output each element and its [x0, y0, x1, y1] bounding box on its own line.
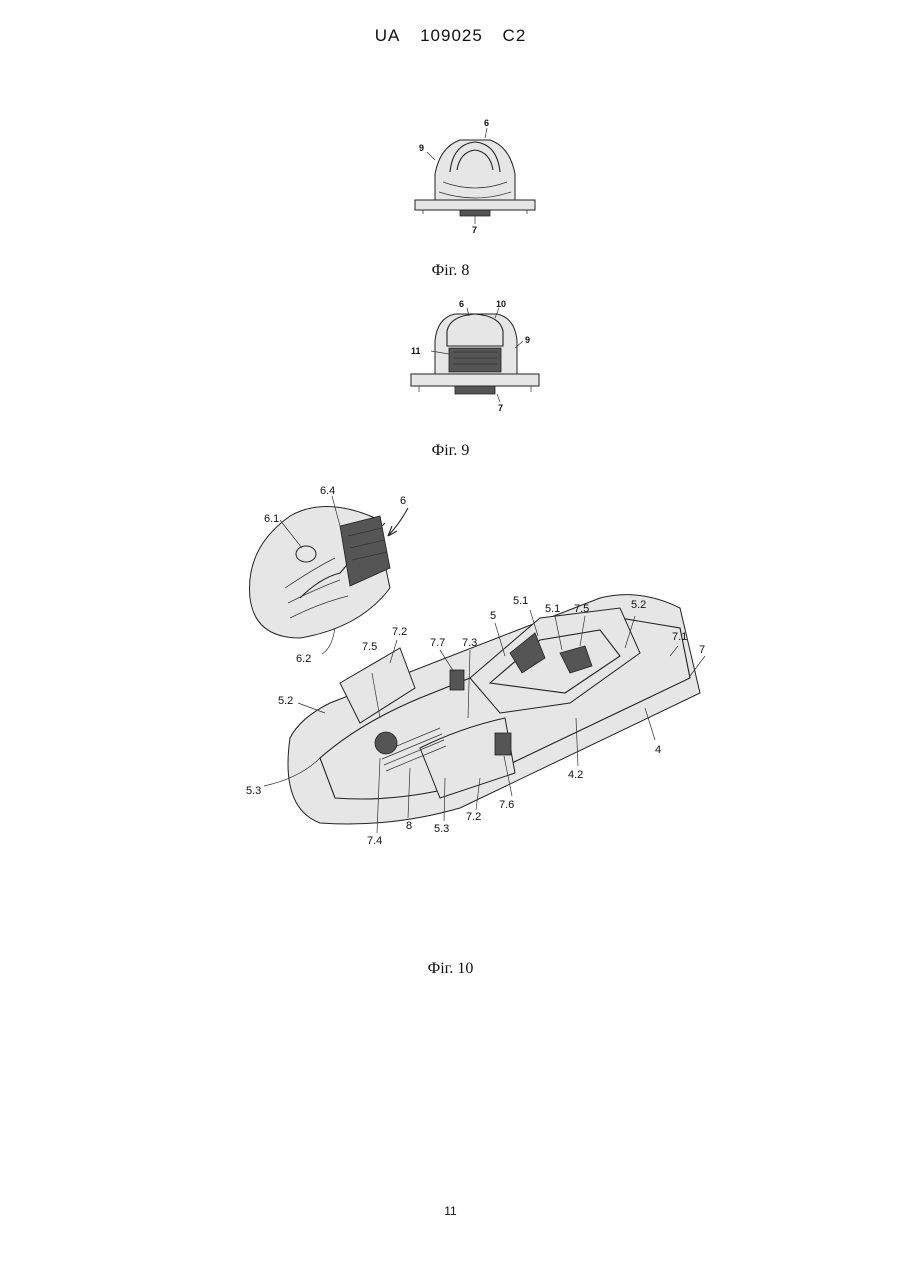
fig10-label: 7.2	[392, 626, 407, 638]
figure-9-drawing: 6 10 11 9 7	[405, 296, 545, 421]
fig8-label: 6	[484, 118, 489, 128]
fig10-label: 4.2	[568, 769, 583, 781]
fig10-label: 5	[490, 610, 496, 622]
patent-number: 109025	[420, 26, 483, 45]
fig10-label: 8	[406, 820, 412, 832]
patent-header: UA 109025 C2	[0, 26, 901, 46]
fig10-label: 5.3	[434, 823, 449, 835]
patent-kind: C2	[503, 26, 527, 45]
fig10-label: 7.2	[466, 811, 481, 823]
fig10-label: 7	[699, 644, 705, 656]
fig10-label: 7.1	[672, 631, 687, 643]
fig9-label: 9	[525, 335, 530, 345]
page-number: 11	[0, 1204, 901, 1218]
fig8-label: 9	[419, 143, 424, 153]
fig8-label: 7	[472, 225, 477, 235]
fig10-label: 7.6	[499, 799, 514, 811]
fig9-label: 6	[459, 299, 464, 309]
figure-9-caption: Фіг. 9	[0, 442, 901, 460]
fig9-label: 7	[498, 403, 503, 413]
fig10-label: 7.3	[462, 637, 477, 649]
fig10-label: 6.4	[320, 485, 335, 497]
fig10-label: 5.1	[545, 603, 560, 615]
figure-8-caption: Фіг. 8	[0, 262, 901, 280]
fig10-label: 6.1	[264, 513, 279, 525]
patent-country: UA	[375, 26, 401, 45]
fig10-label: 7.5	[362, 641, 377, 653]
fig10-label: 6.2	[296, 653, 311, 665]
figure-10-drawing: 6.4 6 6.1 6.2 7.2 7.7 7.3 5 5.1 5.1 7.5 …	[240, 478, 720, 848]
fig10-label: 7.4	[367, 835, 382, 847]
fig10-label: 4	[655, 744, 661, 756]
fig10-label: 7.5	[574, 603, 589, 615]
figure-10-caption: Фіг. 10	[0, 960, 901, 978]
fig10-label: 7.7	[430, 637, 445, 649]
fig10-label: 5.2	[631, 599, 646, 611]
fig10-label: 5.3	[246, 785, 261, 797]
fig10-label: 5.2	[278, 695, 293, 707]
figure-8-drawing: 6 9 7	[405, 112, 545, 237]
fig9-label: 10	[496, 299, 506, 309]
fig10-label: 5.1	[513, 595, 528, 607]
fig10-label: 6	[400, 495, 406, 507]
fig9-label: 11	[411, 346, 421, 356]
